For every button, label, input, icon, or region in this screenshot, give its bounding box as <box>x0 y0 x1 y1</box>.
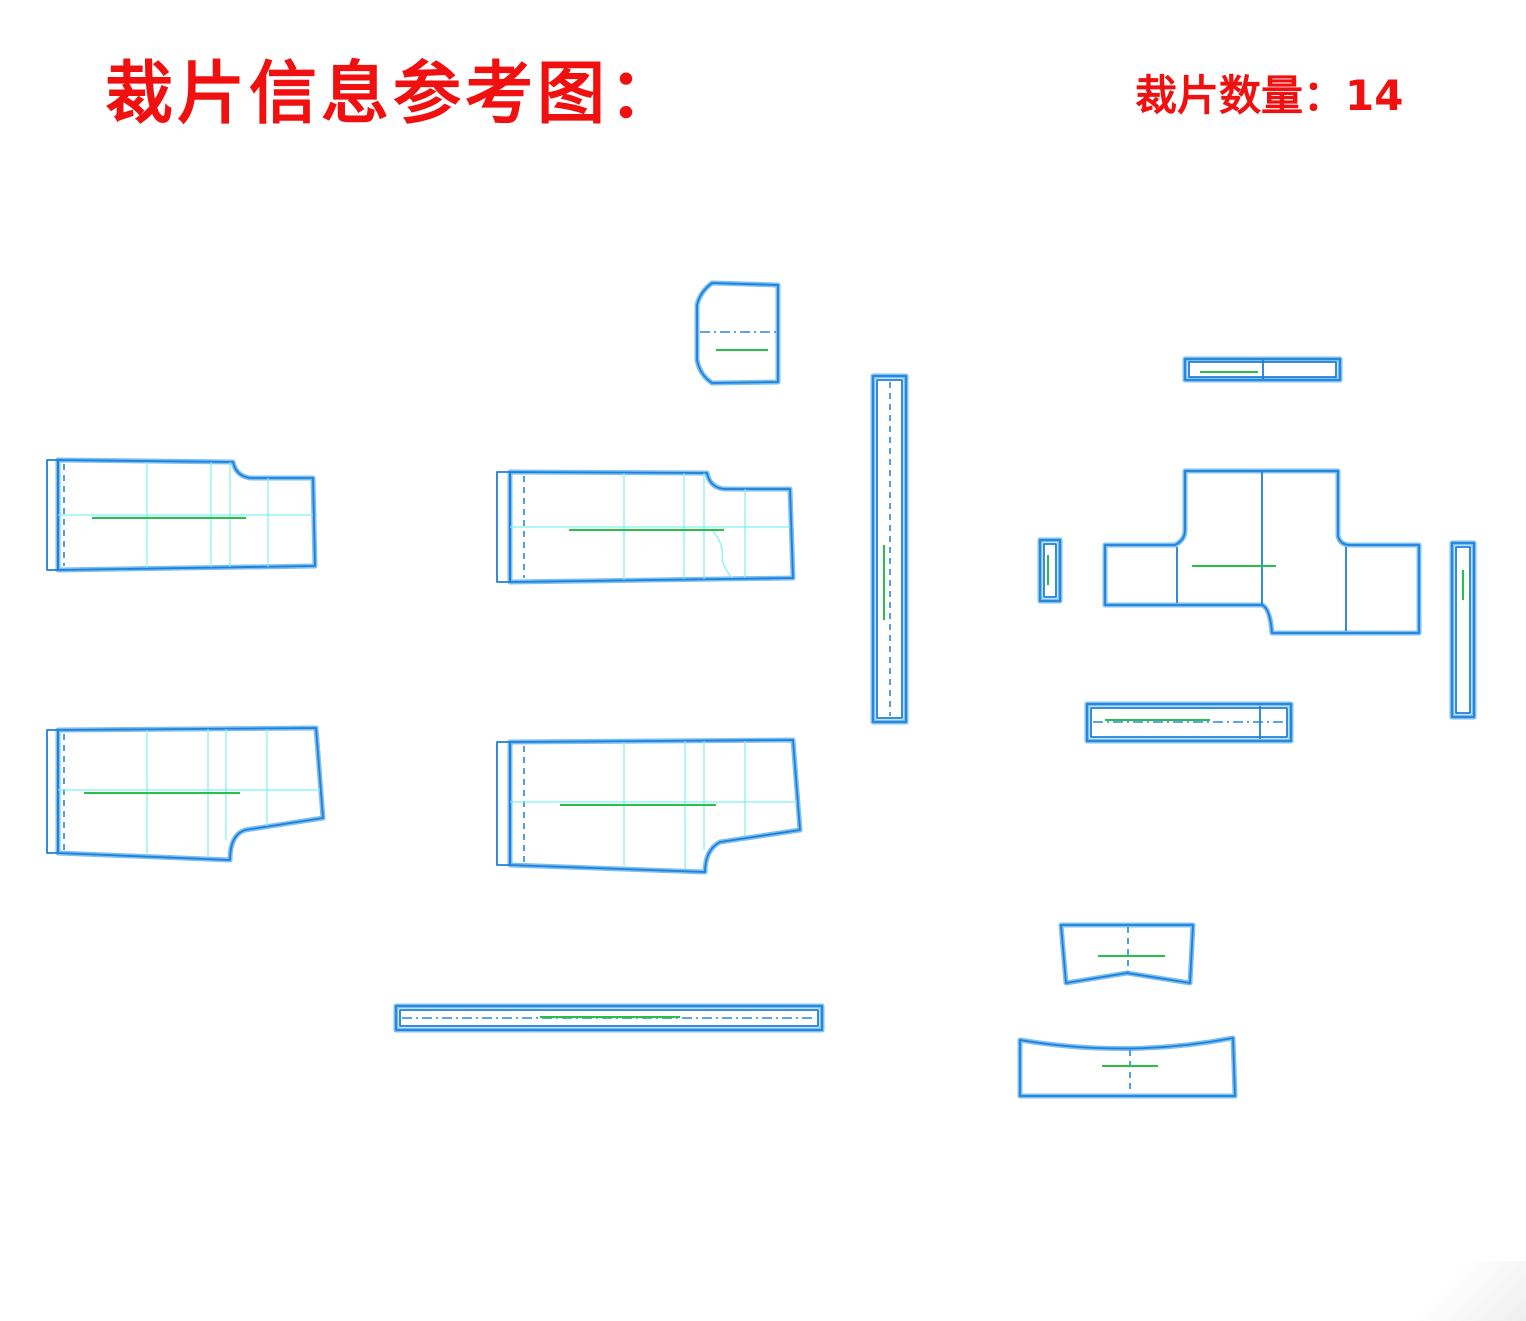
pattern-piece-front-top-middle <box>496 469 796 585</box>
page-title: 裁片信息参考图： <box>105 55 682 134</box>
pattern-piece-cuff-band <box>1084 701 1294 744</box>
piece-count-label: 裁片数量： <box>1135 71 1346 120</box>
pattern-piece-vertical-band <box>870 373 909 725</box>
pattern-piece-side-band <box>1449 540 1477 720</box>
pattern-piece-waist-small <box>1058 922 1196 986</box>
pattern-piece-tab <box>1037 537 1063 604</box>
piece-count-value: 14 <box>1345 71 1404 120</box>
corner-shadow <box>1386 1261 1526 1321</box>
pattern-piece-strap <box>1182 356 1343 383</box>
pattern-piece-front-top-left <box>46 457 318 573</box>
pattern-piece-yoke <box>1102 468 1422 636</box>
piece-count: 裁片数量：14 <box>1135 62 1403 123</box>
pattern-piece-back-bottom-middle <box>496 737 803 875</box>
pattern-piece-back-bottom-left <box>46 725 326 863</box>
pattern-piece-waistband-long <box>393 1003 825 1033</box>
pattern-piece-pocket <box>694 280 781 386</box>
pattern-piece-waist-large <box>1017 1035 1238 1099</box>
